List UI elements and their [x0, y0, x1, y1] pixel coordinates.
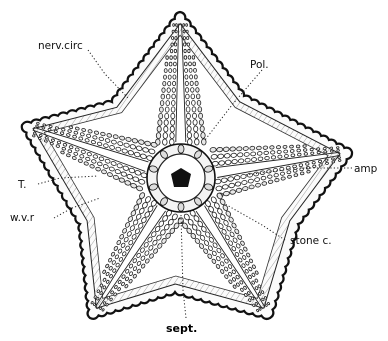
label-water-vascular-ring: w.v.r — [10, 212, 35, 224]
label-septum: sept. — [166, 322, 197, 335]
label-ampulla: amp — [354, 163, 378, 175]
central-disc — [147, 144, 215, 212]
label-tiedemann-body: T. — [17, 179, 27, 191]
label-nerve-circle: nerv.circ — [38, 40, 83, 52]
label-polian-vesicle: Pol. — [250, 59, 269, 71]
label-stone-canal: stone c. — [290, 235, 332, 247]
